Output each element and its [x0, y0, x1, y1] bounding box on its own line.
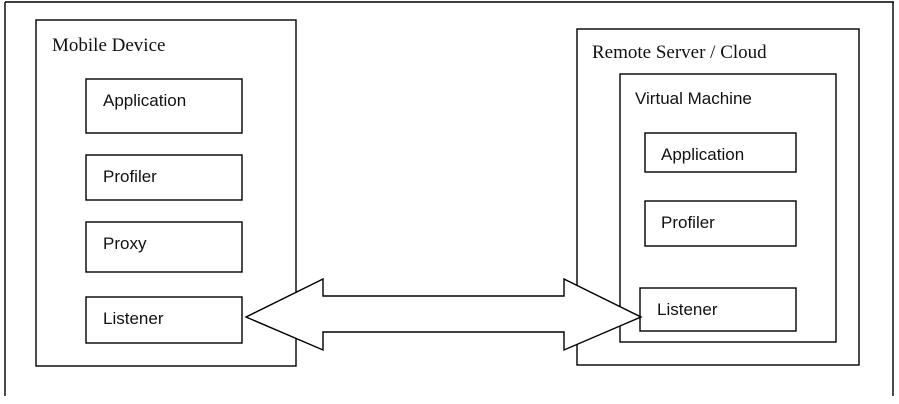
mobile-profiler-box: [85, 154, 243, 201]
vm-profiler-box: [644, 200, 797, 247]
vm-profiler-label: Profiler: [661, 213, 715, 232]
vm-listener-label: Listener: [657, 300, 718, 319]
vm-listener-box: [639, 287, 797, 332]
mobile-listener-label: Listener: [103, 309, 164, 328]
bidirectional-arrow: [244, 277, 643, 352]
vm-application-box: [644, 132, 797, 173]
mobile-application-label: Application: [103, 91, 186, 110]
mobile-proxy-box: [85, 221, 243, 273]
vm-application-label: Application: [661, 145, 744, 164]
mobile-proxy-label: Proxy: [103, 234, 147, 253]
mobile-application-box: [85, 78, 243, 134]
virtual-machine-title: Virtual Machine: [635, 89, 752, 108]
mobile-profiler-label: Profiler: [103, 167, 157, 186]
remote-server-title: Remote Server / Cloud: [592, 42, 767, 63]
mobile-device-title: Mobile Device: [52, 35, 165, 56]
mobile-listener-box: [85, 296, 243, 344]
